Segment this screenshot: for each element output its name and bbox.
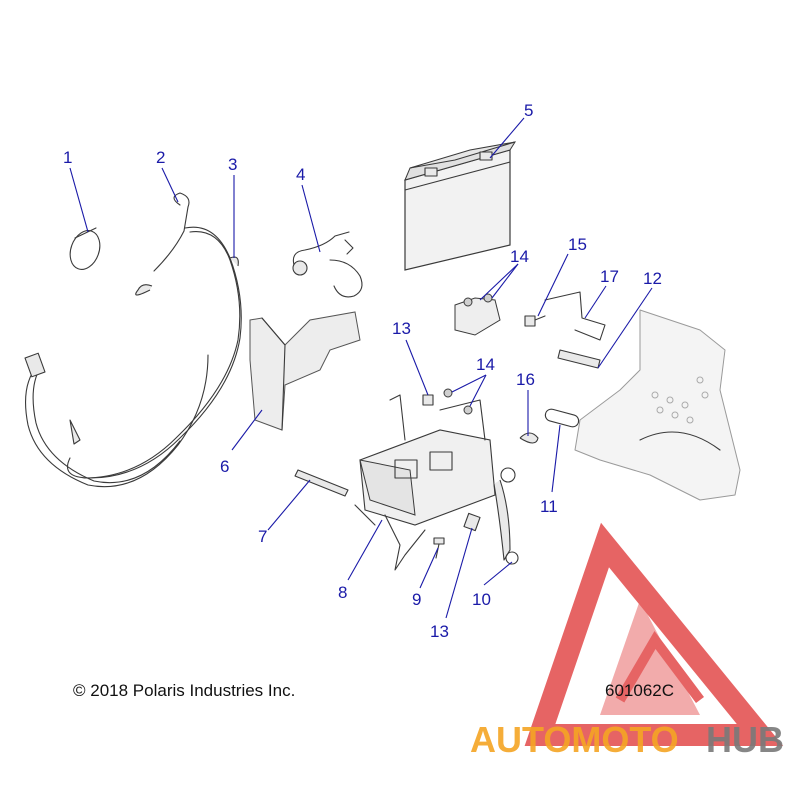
- battery-part: [404, 141, 517, 271]
- callout-6: 6: [220, 457, 229, 476]
- fitting-part: [422, 394, 481, 532]
- clip-part: [544, 408, 580, 428]
- callout-14-lower: 14: [476, 355, 495, 374]
- grommet-part: [519, 432, 539, 444]
- stud-part: [524, 315, 546, 327]
- cable-tie-part: [69, 227, 101, 270]
- callout-17: 17: [600, 267, 619, 286]
- callout-16: 16: [516, 370, 535, 389]
- callout-4: 4: [296, 165, 305, 184]
- callout-7: 7: [258, 527, 267, 546]
- relay-part: [443, 293, 501, 415]
- watermark-text-gray: HUB: [706, 719, 784, 760]
- callout-2: 2: [156, 148, 165, 167]
- bracket-part: [544, 291, 606, 369]
- callout-8: 8: [338, 583, 347, 602]
- callout-9: 9: [412, 590, 421, 609]
- callout-13-lower: 13: [430, 622, 449, 641]
- mounting-plate-part: [574, 309, 741, 501]
- watermark-text: AUTOMOTO HUB: [470, 719, 784, 760]
- fuse-holder-part: [292, 231, 363, 298]
- drawing-number: 601062C: [605, 681, 675, 700]
- callout-3: 3: [228, 155, 237, 174]
- battery-box-part: [354, 394, 496, 571]
- callout-12: 12: [643, 269, 662, 288]
- callout-15: 15: [568, 235, 587, 254]
- battery-strap-part: [493, 467, 519, 565]
- callout-13: 13: [392, 319, 411, 338]
- battery-cable-part: [24, 192, 242, 488]
- callout-5: 5: [524, 101, 533, 120]
- callout-labels: 1 2 3 4 5 6 7 8 9 10 11 12 13 14 14 15 1…: [63, 101, 662, 641]
- bolt-part: [433, 537, 445, 559]
- watermark-logo: [524, 522, 784, 746]
- callout-1: 1: [63, 148, 72, 167]
- battery-cover-part: [249, 311, 361, 431]
- callout-10: 10: [472, 590, 491, 609]
- leader-lines: [69, 117, 653, 619]
- watermark-text-orange: AUTOMOTO: [470, 719, 679, 760]
- callout-11: 11: [540, 497, 558, 516]
- pad-strip-part: [294, 469, 349, 497]
- copyright-notice: © 2018 Polaris Industries Inc.: [73, 681, 296, 700]
- callout-14-upper: 14: [510, 247, 529, 266]
